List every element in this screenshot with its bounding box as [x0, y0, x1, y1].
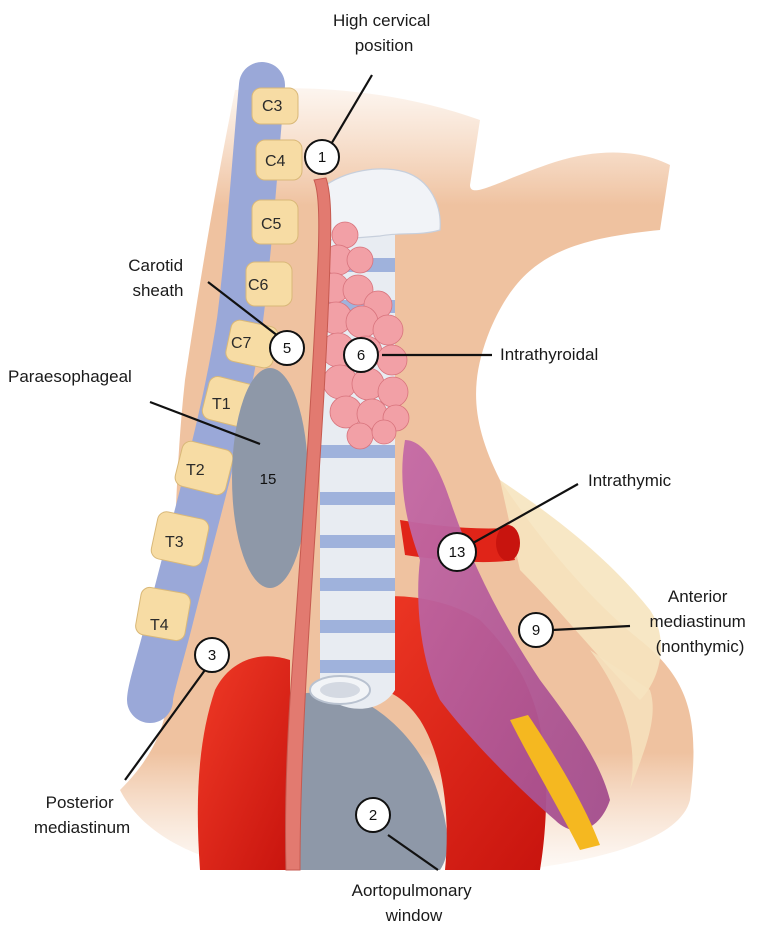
label-intrathyroidal: Intrathyroidal: [500, 345, 598, 364]
marker-3: 3: [195, 638, 229, 672]
marker-2: 2: [356, 798, 390, 832]
svg-text:13: 13: [449, 544, 466, 561]
marker-5: 5: [270, 331, 304, 365]
vertebra-label-c5: C5: [261, 216, 282, 233]
vertebra-label-t3: T3: [165, 534, 184, 551]
marker-15: 15: [260, 471, 277, 488]
marker-9: 9: [519, 613, 553, 647]
vertebra-label-t4: T4: [150, 617, 169, 634]
marker-1: 1: [305, 140, 339, 174]
svg-text:15: 15: [260, 471, 277, 488]
svg-text:5: 5: [283, 340, 291, 357]
svg-text:3: 3: [208, 647, 216, 664]
vertebra-label-t1: T1: [212, 396, 231, 413]
label-anterior-mediastinum: Anterior mediastinum (nonthymic): [649, 587, 750, 656]
svg-text:6: 6: [357, 347, 365, 364]
marker-13: 13: [438, 533, 476, 571]
label-paraesophageal: Paraesophageal: [8, 367, 132, 386]
label-high-cervical: High cervical position: [333, 11, 435, 55]
marker-6: 6: [344, 338, 378, 372]
vertebra-label-c7: C7: [231, 335, 252, 352]
vertebra-label-c4: C4: [265, 153, 286, 170]
vertebra-label-c3: C3: [262, 98, 283, 115]
vertebra-label-c6: C6: [248, 277, 269, 294]
svg-text:9: 9: [532, 622, 540, 639]
label-carotid-sheath: Carotid sheath: [128, 256, 188, 300]
label-intrathymic: Intrathymic: [588, 471, 672, 490]
vertebra-label-t2: T2: [186, 462, 205, 479]
svg-text:2: 2: [369, 807, 377, 824]
svg-text:1: 1: [318, 149, 326, 166]
label-posterior-mediastinum: Posterior mediastinum: [34, 793, 130, 837]
label-aortopulmonary-window: Aortopulmonary window: [352, 881, 477, 925]
